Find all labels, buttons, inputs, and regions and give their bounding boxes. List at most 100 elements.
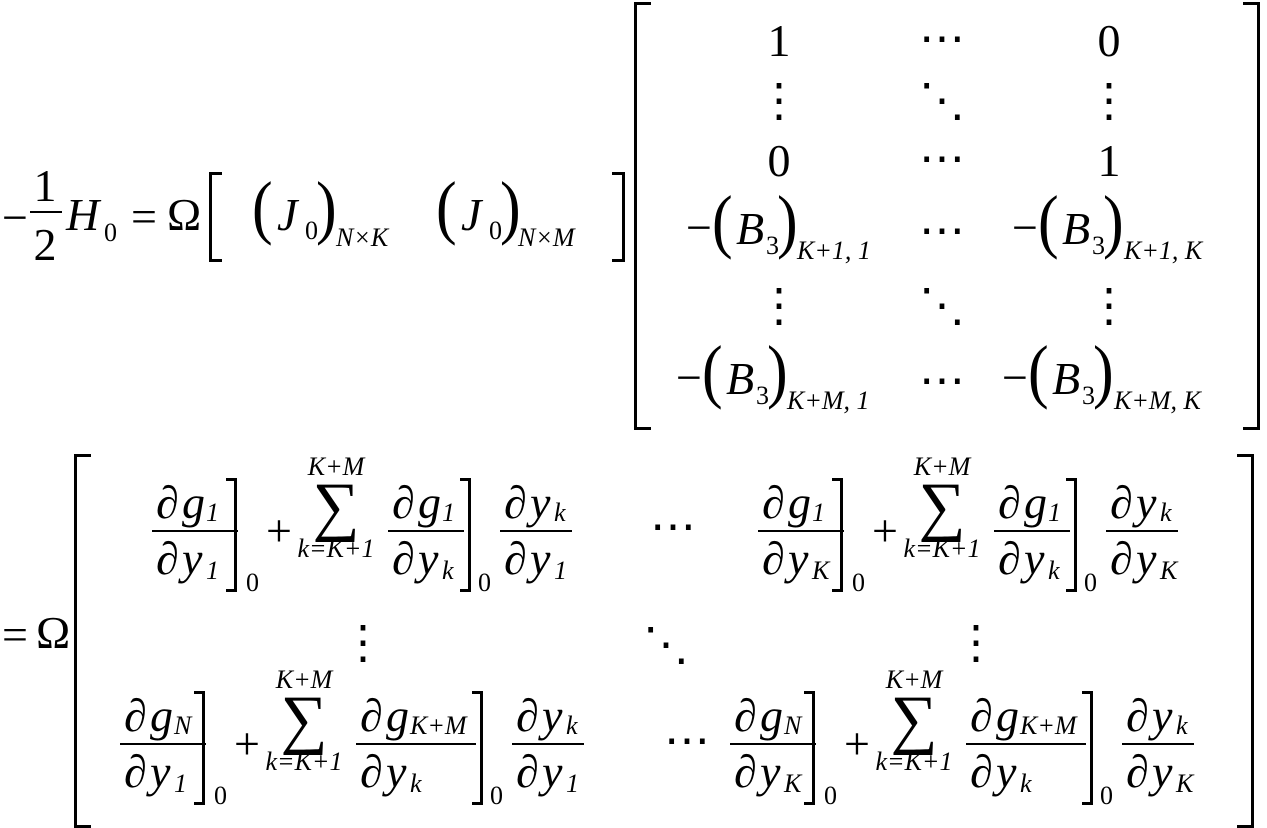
- cell-zero: 0: [1097, 15, 1121, 66]
- neg-sign: −: [1002, 352, 1028, 403]
- denominator-variable: y: [996, 746, 1017, 797]
- matrix-left-bracket: [634, 2, 651, 430]
- numerator-variable: g: [996, 690, 1019, 741]
- ddots: ⋱: [919, 280, 965, 331]
- neg-sign: −: [1012, 202, 1038, 253]
- j-subscript: 0: [489, 216, 502, 245]
- cdots: ⋯: [919, 355, 965, 406]
- vdots: ⋮: [953, 617, 999, 668]
- fraction-bar: [356, 743, 476, 745]
- eval-subscript: 0: [824, 781, 837, 810]
- b-subscript: 3: [766, 231, 779, 260]
- right-paren: ): [316, 168, 337, 247]
- numerator-variable: g: [150, 690, 173, 741]
- row-vector-right-bracket: [612, 172, 625, 262]
- omega-symbol: Ω: [167, 189, 202, 240]
- numerator-variable: g: [788, 477, 811, 528]
- evaluation-bracket: [804, 691, 815, 805]
- denominator-variable: y: [542, 746, 563, 797]
- right-paren: ): [767, 332, 788, 411]
- eval-subscript: 0: [1100, 781, 1113, 810]
- partial-symbol: ∂: [762, 533, 785, 584]
- denominator-variable: y: [1024, 533, 1045, 584]
- half-denominator: 2: [33, 219, 57, 270]
- neg-sign: −: [676, 352, 702, 403]
- numerator-variable: g: [418, 477, 441, 528]
- b-symbol: B: [1062, 203, 1091, 254]
- fraction-bar: [966, 743, 1086, 745]
- minus-sign: −: [2, 192, 28, 243]
- sum-lower-limit: k=K+1: [903, 534, 981, 563]
- denominator-variable: y: [530, 533, 551, 584]
- denominator-variable: y: [1136, 533, 1157, 584]
- numerator-variable: g: [182, 477, 205, 528]
- row-vector-left-bracket: [209, 172, 222, 262]
- index-label: K+1, K: [1124, 236, 1203, 265]
- b-symbol: B: [1052, 353, 1081, 404]
- partial-symbol: ∂: [1110, 533, 1133, 584]
- plus-sign: +: [872, 505, 898, 556]
- partial-symbol: ∂: [762, 477, 785, 528]
- fraction-bar: [512, 743, 584, 745]
- plus-sign: +: [234, 718, 260, 769]
- j-symbol: J: [277, 189, 298, 240]
- numerator-subscript: 1: [812, 498, 825, 527]
- left-paren: (: [712, 182, 733, 261]
- numerator-subscript: k: [566, 711, 578, 740]
- b-subscript: 3: [1092, 231, 1105, 260]
- j-symbol: J: [461, 189, 482, 240]
- denominator-variable: y: [386, 746, 407, 797]
- numerator-variable: g: [386, 690, 409, 741]
- sum-lower-limit: k=K+1: [875, 747, 953, 776]
- b-subscript: 3: [1082, 381, 1095, 410]
- right-paren: ): [1103, 182, 1124, 261]
- denominator-subscript: k: [1020, 769, 1032, 798]
- big-matrix-left-bracket: [74, 454, 91, 828]
- fraction-bar: [758, 530, 844, 532]
- partial-symbol: ∂: [734, 690, 757, 741]
- evaluation-bracket: [194, 691, 205, 805]
- summation-symbol: ∑: [312, 470, 360, 543]
- eval-subscript: 0: [490, 781, 503, 810]
- partial-symbol: ∂: [970, 690, 993, 741]
- cell-zero: 0: [767, 135, 791, 186]
- big-matrix-right-bracket: [1237, 454, 1254, 828]
- ddots: ⋱: [919, 75, 965, 126]
- cdots: ⋯: [664, 715, 710, 766]
- cdots: ⋯: [919, 133, 965, 184]
- summation-symbol: ∑: [890, 683, 938, 756]
- cdots: ⋯: [919, 13, 965, 64]
- h-subscript: 0: [104, 218, 117, 247]
- index-label: K+M, K: [1114, 386, 1201, 415]
- vdots: ⋮: [340, 617, 386, 668]
- numerator-subscript: 1: [206, 498, 219, 527]
- sum-lower-limit: k=K+1: [297, 534, 375, 563]
- partial-symbol: ∂: [1110, 477, 1133, 528]
- fraction-bar: [152, 530, 238, 532]
- left-paren: (: [1028, 332, 1049, 411]
- right-paren: ): [1093, 332, 1114, 411]
- denominator-subscript: 1: [566, 769, 579, 798]
- eval-subscript: 0: [214, 781, 227, 810]
- evaluation-bracket: [226, 478, 237, 592]
- numerator-subscript: k: [554, 498, 566, 527]
- denominator-variable: y: [788, 533, 809, 584]
- partial-symbol: ∂: [516, 746, 539, 797]
- numerator-subscript: 1: [442, 498, 455, 527]
- fraction-bar: [730, 743, 816, 745]
- half-numerator: 1: [33, 160, 57, 211]
- evaluation-bracket: [472, 691, 483, 805]
- numerator-subscript: K+M: [1020, 711, 1077, 740]
- neg-sign: −: [686, 202, 712, 253]
- fraction-bar: [500, 530, 572, 532]
- partial-symbol: ∂: [124, 690, 147, 741]
- numerator-variable: g: [1024, 477, 1047, 528]
- summation-symbol: ∑: [280, 683, 328, 756]
- right-paren: ): [500, 168, 521, 247]
- fraction-bar: [1106, 530, 1178, 532]
- numerator-subscript: 1: [1048, 498, 1061, 527]
- vdots: ⋮: [756, 280, 802, 331]
- left-paren: (: [252, 168, 273, 247]
- partial-symbol: ∂: [504, 477, 527, 528]
